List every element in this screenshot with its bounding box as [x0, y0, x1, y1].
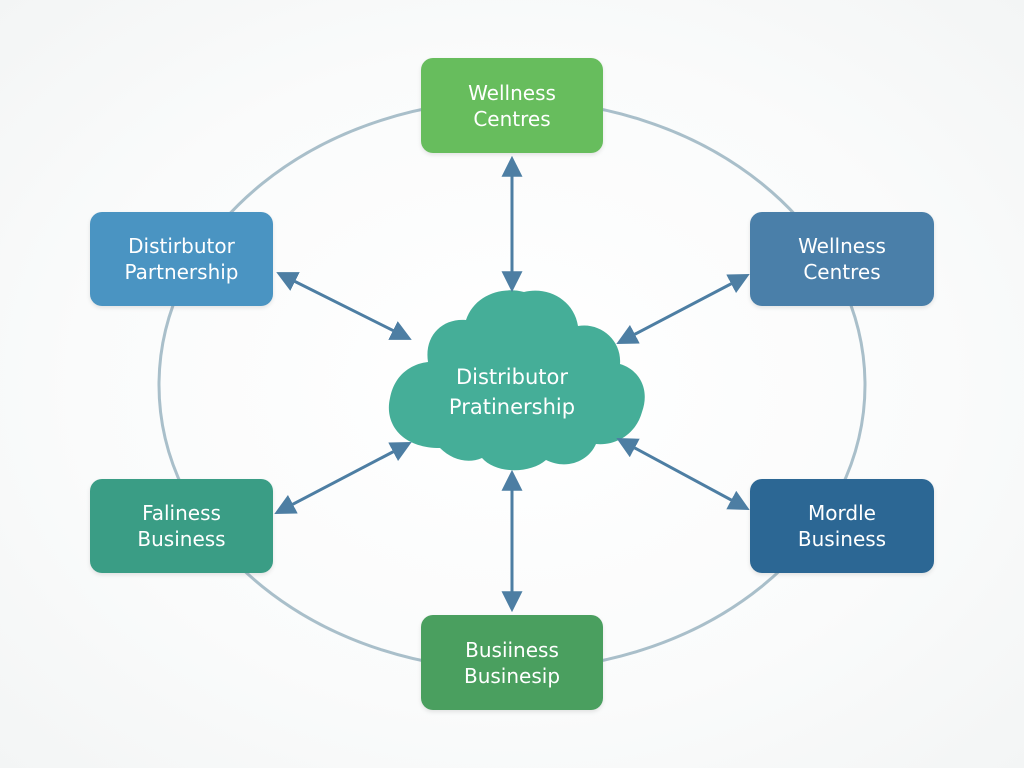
connector-arrows: [274, 155, 750, 613]
node-top-label: Wellness Centres: [468, 80, 556, 131]
node-upper-left-label: Distirbutor Partnership: [124, 234, 239, 284]
node-upper-right-label: Wellness Centres: [798, 234, 886, 284]
node-lower-right-label: Mordle Business: [797, 501, 887, 551]
node-lower-right: Mordle Business: [750, 479, 934, 573]
arrow-center-upper-left: [276, 272, 412, 340]
arrow-center-lower-left: [274, 442, 412, 514]
arrow-center-upper-right: [616, 274, 750, 344]
node-bottom: Busiiness Businesip: [421, 615, 603, 710]
node-lower-left: Faliness Business: [90, 479, 273, 573]
center-node: Distributor Pratinership: [392, 352, 632, 432]
node-lower-left-label: Faliness Business: [137, 501, 226, 551]
arrow-center-lower-right: [616, 438, 750, 510]
node-upper-right: Wellness Centres: [750, 212, 934, 306]
node-top: Wellness Centres: [421, 58, 603, 153]
center-cloud-shape: [388, 290, 645, 471]
node-upper-left: Distirbutor Partnership: [90, 212, 273, 306]
node-bottom-label: Busiiness Businesip: [463, 637, 561, 688]
center-node-label: Distributor Pratinership: [448, 365, 576, 419]
